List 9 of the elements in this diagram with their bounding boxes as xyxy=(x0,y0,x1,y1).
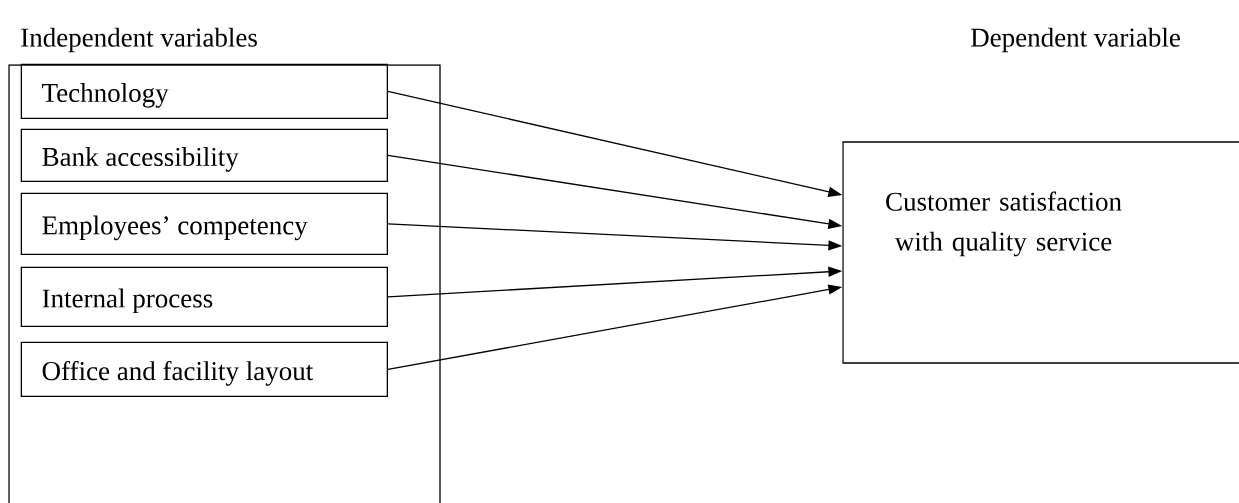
group-box xyxy=(8,64,441,503)
heading: Dependent variable xyxy=(971,27,1180,53)
variable-box: Employees’ competency xyxy=(20,192,388,255)
dependent-variable-box: Customer satisfaction with quality service xyxy=(842,141,1239,364)
variable-box: Office and facility layout xyxy=(20,341,388,397)
variable-box: Technology xyxy=(20,63,388,119)
heading: Independent variables xyxy=(21,27,257,53)
variable-box: Internal process xyxy=(20,266,388,327)
variable-box: Bank accessibility xyxy=(20,128,388,182)
